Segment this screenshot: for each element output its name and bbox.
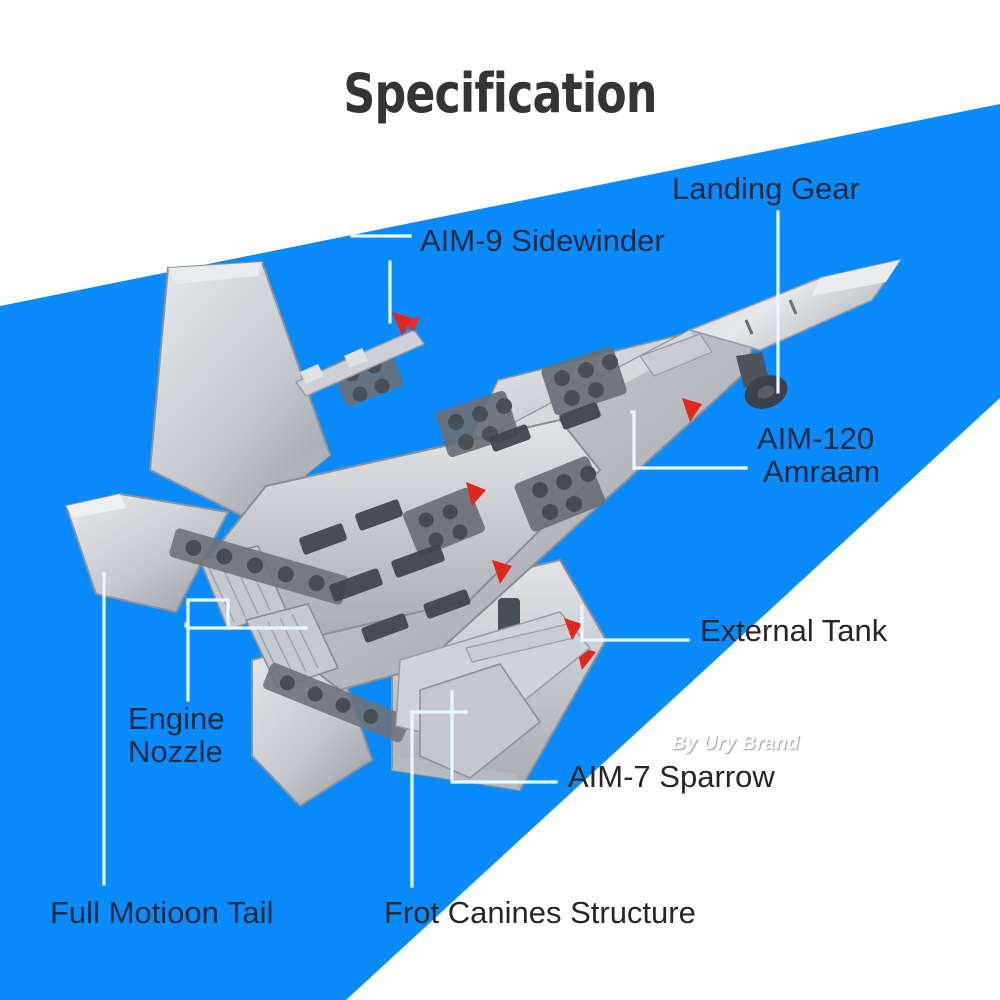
callout-label-aim-120-line1: AIM-120 xyxy=(757,421,875,456)
callout-label-frot-canines-structure: Frot Canines Structure xyxy=(384,895,696,930)
leader-aim-120 xyxy=(632,438,748,470)
callout-label-engine-nozzle: Engine Nozzle xyxy=(128,702,225,769)
brand-watermark: By Ury Brand xyxy=(672,733,800,754)
leader-engine-nozzle-upper xyxy=(186,598,230,628)
leader-aim-7 xyxy=(450,690,558,784)
callout-label-external-tank: External Tank xyxy=(700,613,888,648)
callout-label-aim-9-sidewinder: AIM-9 Sidewinder xyxy=(420,223,665,258)
callout-label-aim-7-sparrow: AIM-7 Sparrow xyxy=(568,759,775,794)
callout-label-aim-120-line2: Amraam xyxy=(763,454,881,490)
callout-label-engine-nozzle-line1: Engine xyxy=(128,701,225,736)
callout-label-full-motioon-tail: Full Motioon Tail xyxy=(50,895,274,930)
callout-label-engine-nozzle-line2: Nozzle xyxy=(128,734,223,770)
callout-label-aim-120-amraam: AIM-120 Amraam xyxy=(757,422,880,489)
leader-aim-120-up xyxy=(630,410,636,442)
leader-external-tank xyxy=(580,604,690,642)
callout-label-landing-gear: Landing Gear xyxy=(672,171,860,206)
page-title: Specification xyxy=(343,62,657,125)
